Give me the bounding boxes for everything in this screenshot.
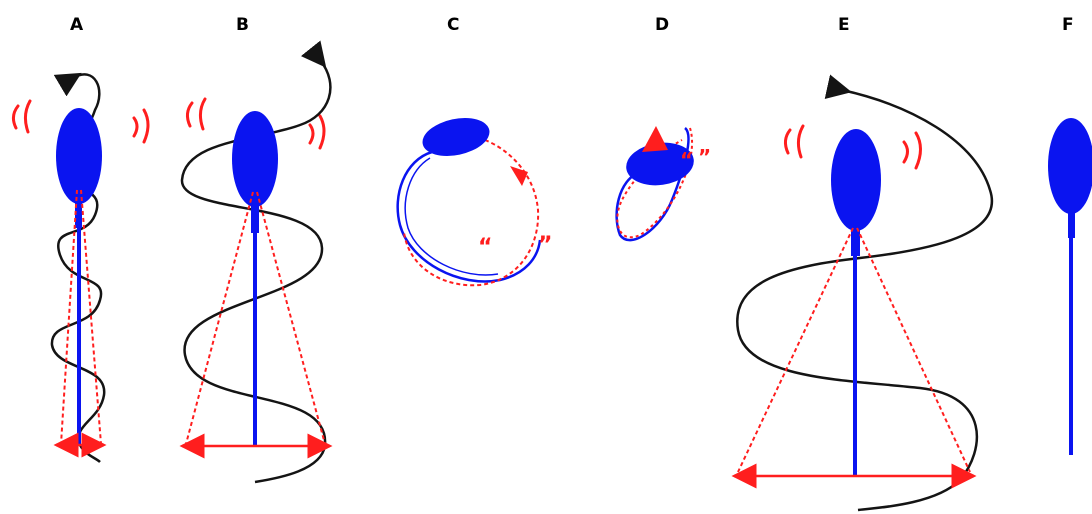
cell-head-a	[56, 108, 102, 204]
panel-d: “ ”	[615, 126, 711, 242]
cell-head-b	[232, 111, 278, 207]
midpiece-f	[1068, 210, 1075, 238]
panel-f	[1048, 118, 1092, 455]
panel-a	[11, 72, 150, 463]
panel-label-a: A	[70, 15, 84, 35]
motion-marks-a	[11, 99, 150, 144]
motion-marks-b	[185, 97, 326, 150]
motion-marks-e	[783, 124, 922, 170]
flagellum-loop-c	[396, 150, 542, 283]
cell-head-e	[831, 129, 881, 231]
beat-envelope-a	[60, 189, 102, 445]
midpiece-a	[75, 200, 82, 228]
cell-head-c	[422, 118, 490, 156]
panel-label-b: B	[236, 15, 249, 35]
panel-c: “ ”	[396, 118, 552, 287]
midpiece-e	[851, 226, 860, 256]
panel-b	[179, 40, 333, 484]
beat-envelope-b	[185, 191, 326, 445]
quote-mark-open-d: “	[680, 148, 693, 172]
quote-mark-open-c: “	[478, 235, 492, 260]
panel-label-f: F	[1062, 15, 1074, 35]
panel-label-c: C	[447, 15, 459, 35]
beat-path-c	[403, 139, 540, 287]
cell-head-f	[1048, 118, 1092, 214]
direction-arrow-d	[642, 126, 668, 152]
quote-mark-close-d: ”	[698, 145, 711, 169]
panel-label-e: E	[838, 15, 850, 35]
midpiece-b	[251, 203, 259, 233]
cell-head-d	[626, 142, 694, 186]
quote-mark-close-c: ”	[538, 233, 552, 258]
flagellum-loop-c-inner	[404, 157, 499, 276]
direction-arrow-c	[510, 166, 528, 186]
panel-label-d: D	[655, 15, 669, 35]
panel-e	[731, 74, 994, 512]
beat-envelope-e	[737, 227, 971, 473]
